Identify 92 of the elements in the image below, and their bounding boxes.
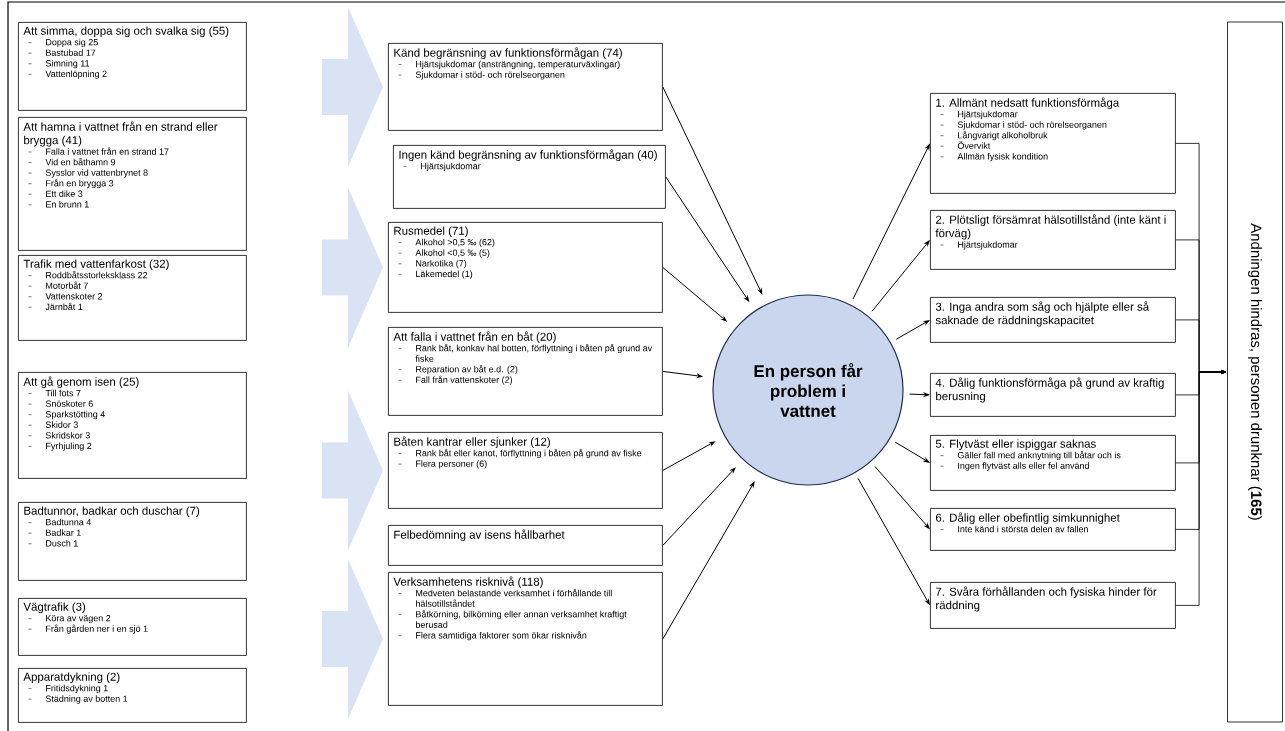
list-item: Motorbåt 7	[28, 281, 88, 289]
list-item: Långvarigt alkoholbruk	[940, 131, 1048, 141]
list-item: Från en brygga 3	[28, 179, 114, 189]
list-item: Snöskoter 6	[28, 400, 93, 407]
block-arrow	[322, 390, 383, 551]
list-item: Hjärtsjukdomar (ansträngning, temperaturväxlingar)	[398, 60, 620, 70]
category-box: Vägtrafik (3) Köra av vägen 2 Från gården ner i en sjö 1	[18, 598, 247, 656]
arrow	[852, 144, 930, 300]
list-item: Narkotika (7)	[398, 259, 467, 269]
arrow	[662, 266, 727, 322]
category-box: Verksamhetens risknivå (118) Medveten belastande verksamhet i förhållande till hälsotillståndet Båtkörning, bilkörning eller annan verksamhet kraftigt berusad Flera samtidiga faktorer som ökar risknivån	[388, 572, 663, 706]
list-item: Reparation av båt e.d. (2)	[398, 365, 518, 375]
list-item: Läkemedel (1)	[398, 270, 473, 279]
category-box: 5. Flytväst eller ispiggar saknas Gäller fall med anknytning till båtar och is Ingen flytväst alls eller fel använd	[930, 435, 1176, 491]
list-item: Bastubad 17	[28, 49, 96, 56]
list-item: Badkar 1	[28, 529, 81, 536]
arrow	[662, 441, 715, 471]
list-item: Flera samtidiga faktorer som ökar risknivån	[398, 631, 587, 641]
list-item: Badtunna 4	[28, 518, 91, 526]
list-item: Från gården ner i en sjö 1	[28, 624, 148, 634]
category-box: 7. Svåra förhållanden och fysiska hinder för räddning	[930, 582, 1176, 629]
arrow	[895, 320, 930, 340]
category-box: Ingen känd begränsning av funktionsförmågan (40) Hjärtsjukdomar	[393, 145, 666, 209]
category-box: Badtunnor, badkar och duschar (7) Badtunna 4 Badkar 1 Dusch 1	[18, 502, 247, 581]
list-item: Köra av vägen 2	[28, 615, 111, 624]
category-box: Att simma, doppa sig och svalka sig (55) Doppa sig 25 Bastubad 17 Simning 11 Vattenlöpning 2	[18, 22, 247, 111]
list-item: Dusch 1	[28, 539, 78, 547]
list-item: Allmän fysisk kondition	[940, 152, 1048, 162]
list-item: Fyrhjuling 2	[28, 442, 92, 451]
list-item: Gäller fall med anknytning till båtar och is	[940, 451, 1121, 461]
list-item: Alkohol >0,5 ‰ (62)	[398, 238, 495, 248]
arrow	[665, 176, 750, 302]
list-item: Ett dike 3	[28, 190, 83, 197]
list-item: Doppa sig 25	[28, 38, 98, 48]
list-item: Rank båt eller kanot, förflyttning i båten på grund av fiske	[398, 448, 642, 459]
list-item: Till fots 7	[28, 389, 81, 397]
arrow	[894, 441, 930, 463]
list-item: Städning av botten 1	[28, 695, 128, 704]
list-item: Skridskor 3	[28, 431, 90, 439]
list-item: Fall från vattenskoter (2)	[398, 375, 512, 385]
category-box: Att gå genom isen (25) Till fots 7 Snöskoter 6 Sparkstötting 4 Skidor 3 Skridskor 3 Fyrhjuling 2	[18, 372, 247, 479]
arrow	[871, 240, 930, 312]
list-item: Båtkörning, bilkörning eller annan verksamhet kraftigt berusad	[398, 610, 627, 628]
list-item: Sjukdomar i stöd- och rörelseorganen	[398, 71, 565, 80]
category-box: 2. Plötsligt försämrat hälsotillstånd (inte känt i förväg) Hjärtsjukdomar	[930, 210, 1176, 270]
category-box: Båten kantrar eller sjunker (12) Rank båt eller kanot, förflyttning i båten på grund av fiske Flera personer (6)	[388, 432, 663, 509]
category-box: Felbedömning av isens hållbarhet	[388, 525, 663, 566]
list-item: Järnbåt 1	[28, 302, 83, 311]
list-item: Rank båt, konkav hal botten, förflyttning i båten på grund av fiske	[398, 343, 653, 362]
list-item: Hjärtsjukdomar	[403, 162, 481, 172]
list-item: Inte känd i största delen av fallen	[940, 525, 1088, 533]
arrow	[662, 370, 703, 378]
arrow	[1175, 370, 1227, 606]
list-item: Flera personer (6)	[398, 460, 487, 469]
arrow	[662, 467, 736, 546]
list-item: Alkohol <0,5 ‰ (5)	[398, 249, 490, 258]
list-item: Falla i vattnet från en strand 17	[28, 147, 169, 155]
arrow	[909, 392, 929, 397]
category-box: Apparatdykning (2) Fritidsdykning 1 Städning av botten 1	[18, 668, 247, 723]
category-box: Att falla i vattnet från en båt (20) Rank båt, konkav hal botten, förflyttning i båten på grund av fiske Reparation av båt e.d. (2) Fall från vattenskoter (2)	[388, 327, 663, 416]
category-box: 4. Dålig funktionsförmåga på grund av kraftig berusning	[930, 373, 1176, 417]
list-item: Vattenskoter 2	[28, 292, 103, 300]
list-item: Hjärtsjukdomar	[940, 110, 1018, 120]
arrow	[662, 482, 755, 640]
list-item: Fritidsdykning 1	[28, 684, 108, 694]
list-item: Simning 11	[28, 59, 90, 69]
block-arrow	[322, 6, 383, 167]
outcome-box: Andningen hindras, personen drunknar (165)	[1227, 21, 1283, 723]
block-arrow	[322, 187, 383, 348]
list-item: En brunn 1	[28, 200, 89, 208]
list-item: Vattenlöpning 2	[28, 70, 107, 79]
list-item: Övervikt	[940, 141, 991, 149]
list-item: Skidor 3	[28, 421, 78, 428]
category-box: 3. Inga andra som såg och hjälpte eller så saknade de räddningskapacitet	[930, 297, 1176, 343]
list-item: Sjukdomar i stöd- och rörelseorganen	[940, 121, 1107, 130]
list-item: Sysslor vid vattenbrynet 8	[28, 169, 148, 178]
arrow	[857, 477, 930, 605]
list-item: Vid en båthamn 9	[28, 157, 116, 166]
list-item: Medveten belastande verksamhet i förhållande till hälsotillståndet	[398, 588, 612, 607]
category-box: Trafik med vattenfarkost (32) Roddbåtsstorleksklass 22 Motorbåt 7 Vattenskoter 2 Järnbåt 1	[18, 255, 247, 341]
category-box: Rusmedel (71) Alkohol >0,5 ‰ (62) Alkohol <0,5 ‰ (5) Narkotika (7) Läkemedel (1)	[388, 222, 663, 313]
block-arrow	[322, 558, 383, 719]
category-box: 6. Dålig eller obefintlig simkunnighet Inte känd i största delen av fallen	[930, 508, 1176, 551]
arrow	[662, 86, 763, 294]
category-box: Att hamna i vattnet från en strand eller brygga (41) Falla i vattnet från en strand 17 Vid en båthamn 9 Sysslor vid vattenbrynet 8 Från en brygga 3 Ett dike 3 En brunn 1	[18, 117, 247, 251]
category-box: 1. Allmänt nedsatt funktionsförmåga Hjärtsjukdomar Sjukdomar i stöd- och rörelseorganen Långvarigt alkoholbruk Övervikt Allmän fysisk kondition	[930, 93, 1176, 194]
category-box: Känd begränsning av funktionsförmågan (74) Hjärtsjukdomar (ansträngning, temperaturväxlingar) Sjukdomar i stöd- och rörelseorganen	[388, 43, 663, 131]
list-item: Hjärtsjukdomar	[940, 241, 1018, 250]
list-item: Sparkstötting 4	[28, 410, 105, 420]
list-item: Roddbåtsstorleksklass 22	[28, 271, 148, 279]
list-item: Ingen flytväst alls eller fel använd	[940, 462, 1089, 471]
arrow	[874, 465, 930, 529]
